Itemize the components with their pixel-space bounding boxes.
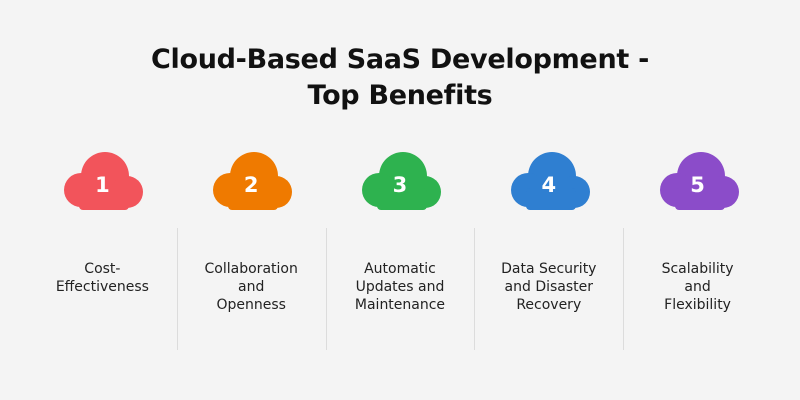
benefit-label-line: Flexibility — [664, 297, 731, 313]
benefit-label-line: Data Security — [501, 261, 597, 277]
benefit-label-line: and — [684, 279, 711, 295]
benefit-label: Collaboration and Openness — [186, 260, 316, 314]
benefit-label: Data Security and Disaster Recovery — [484, 260, 614, 314]
cloud-icon: 5 — [653, 150, 743, 212]
benefit-card-5: 5 Scalability and Flexibility — [623, 150, 772, 350]
benefit-card-2: 2 Collaboration and Openness — [176, 150, 326, 350]
benefit-number: 2 — [243, 173, 259, 197]
benefit-card-4: 4 Data Security and Disaster Recovery — [474, 150, 623, 350]
benefit-card-3: 3 Automatic Updates and Maintenance — [325, 150, 475, 350]
benefit-number: 5 — [690, 173, 705, 197]
page-title-line-2: Top Benefits — [307, 80, 493, 111]
benefit-label-line: Scalability — [661, 261, 734, 277]
benefit-label-line: Recovery — [516, 297, 582, 313]
benefit-label: Scalability and Flexibility — [633, 260, 763, 314]
page-title-line-1: Cloud-Based SaaS Development - — [151, 44, 649, 75]
benefit-label-line: Automatic — [364, 261, 436, 277]
benefit-label-line: and Disaster — [504, 279, 594, 295]
column-divider — [474, 228, 476, 350]
cloud-icon: 4 — [504, 150, 594, 212]
cloud-shape-4 — [510, 152, 590, 210]
benefit-number: 4 — [541, 173, 557, 197]
cloud-shape-2 — [213, 152, 293, 210]
benefit-label-line: Collaboration — [204, 261, 298, 277]
benefit-label-line: and — [238, 279, 265, 295]
benefit-label-line: Cost- — [84, 261, 121, 277]
benefit-label-line: Openness — [216, 297, 286, 313]
cloud-shape-3 — [361, 152, 441, 210]
benefit-number: 1 — [95, 173, 110, 197]
benefit-label-line: Maintenance — [354, 297, 446, 313]
benefit-label-line: Effectiveness — [55, 279, 149, 295]
benefit-label: Automatic Updates and Maintenance — [335, 260, 465, 314]
column-divider — [623, 228, 625, 350]
cloud-icon: 2 — [206, 150, 296, 212]
page-title: Cloud-Based SaaS Development - Top Benef… — [0, 42, 800, 114]
benefit-number: 3 — [392, 173, 408, 197]
benefit-card-1: 1 Cost- Effectiveness — [28, 150, 177, 350]
benefit-label: Cost- Effectiveness — [37, 260, 167, 296]
cloud-shape-5 — [659, 152, 739, 210]
column-divider — [176, 228, 178, 350]
benefits-row: 1 Cost- Effectiveness 2 Collaboration an… — [28, 150, 772, 350]
cloud-icon: 3 — [355, 150, 445, 212]
benefit-label-line: Updates and — [355, 279, 445, 295]
cloud-icon: 1 — [57, 150, 147, 212]
column-divider — [325, 228, 327, 350]
cloud-shape-1 — [64, 152, 144, 210]
